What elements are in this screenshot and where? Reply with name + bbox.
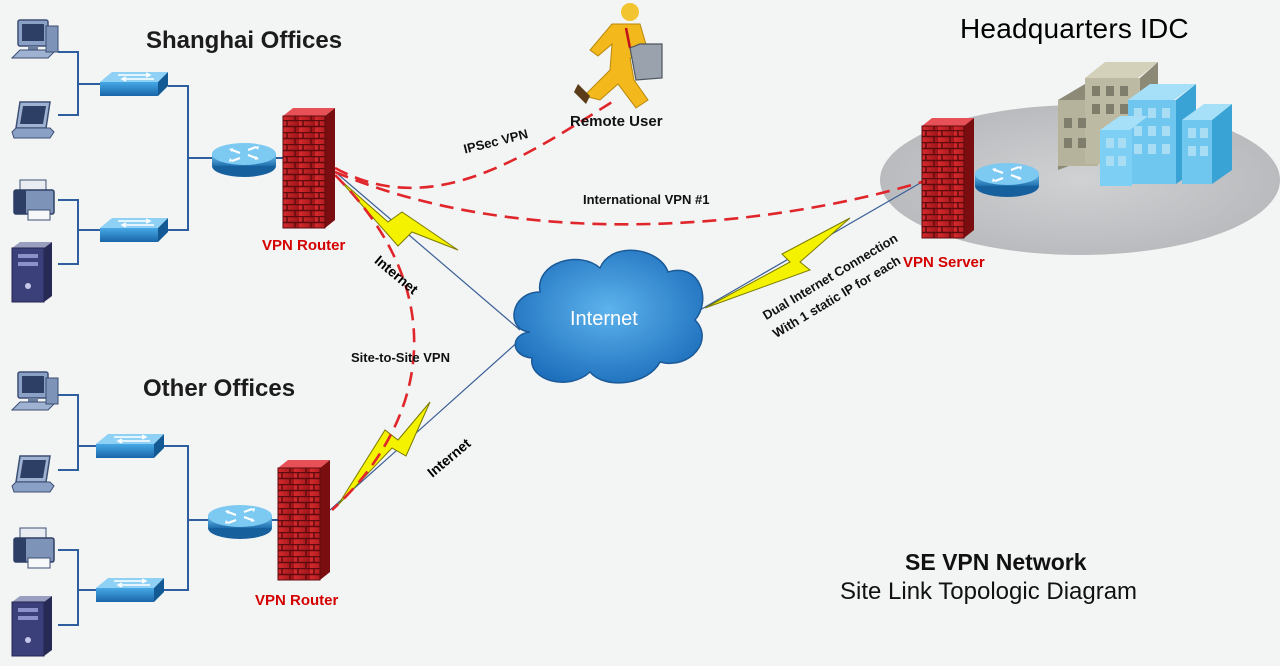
router-icon [210,141,278,179]
site-to-site-vpn-link [331,174,416,511]
lightning-icon [337,177,459,251]
desktop-icon [11,19,59,59]
site-label-hq: Headquarters IDC [960,13,1189,44]
switch-icon [99,217,169,243]
switch-icon [99,71,169,97]
firewall-icon [277,459,331,581]
server-icon [11,241,53,303]
international-vpn-link [334,170,923,226]
laptop-icon [11,101,55,139]
firewall-icon [282,107,336,229]
switch-icon [95,577,165,603]
lightning-icon [704,217,851,309]
diagram-subtitle: Site Link Topologic Diagram [840,578,1138,605]
router-icon [973,161,1041,199]
site-to-site-vpn-label: Site-to-Site VPN [351,350,450,365]
vpn-tunnels [331,100,923,511]
cloud-label: Internet [570,308,638,330]
firewall-icon [921,117,975,239]
cloud-icon [513,249,704,384]
diagram-title: SE VPN Network [905,549,1087,575]
other-lan-links [58,394,280,626]
international-vpn-label: International VPN #1 [583,192,710,207]
building-icon [1058,62,1232,186]
desktop-icon [11,371,59,411]
router-icon [206,503,274,541]
remote-user-label: Remote User [570,113,663,130]
person-icon [574,3,663,109]
vpn-router-label-2: VPN Router [255,592,339,609]
laptop-icon [11,455,55,493]
printer-icon [13,179,55,221]
vpn-server-label: VPN Server [903,254,985,271]
shanghai-lan-links [58,51,290,265]
server-icon [11,595,53,657]
ipsec-vpn-link [334,100,613,190]
site-label-shanghai: Shanghai Offices [146,27,343,54]
vpn-router-label-1: VPN Router [262,237,346,254]
site-label-other: Other Offices [143,375,296,402]
printer-icon [13,527,55,569]
switch-icon [95,433,165,459]
